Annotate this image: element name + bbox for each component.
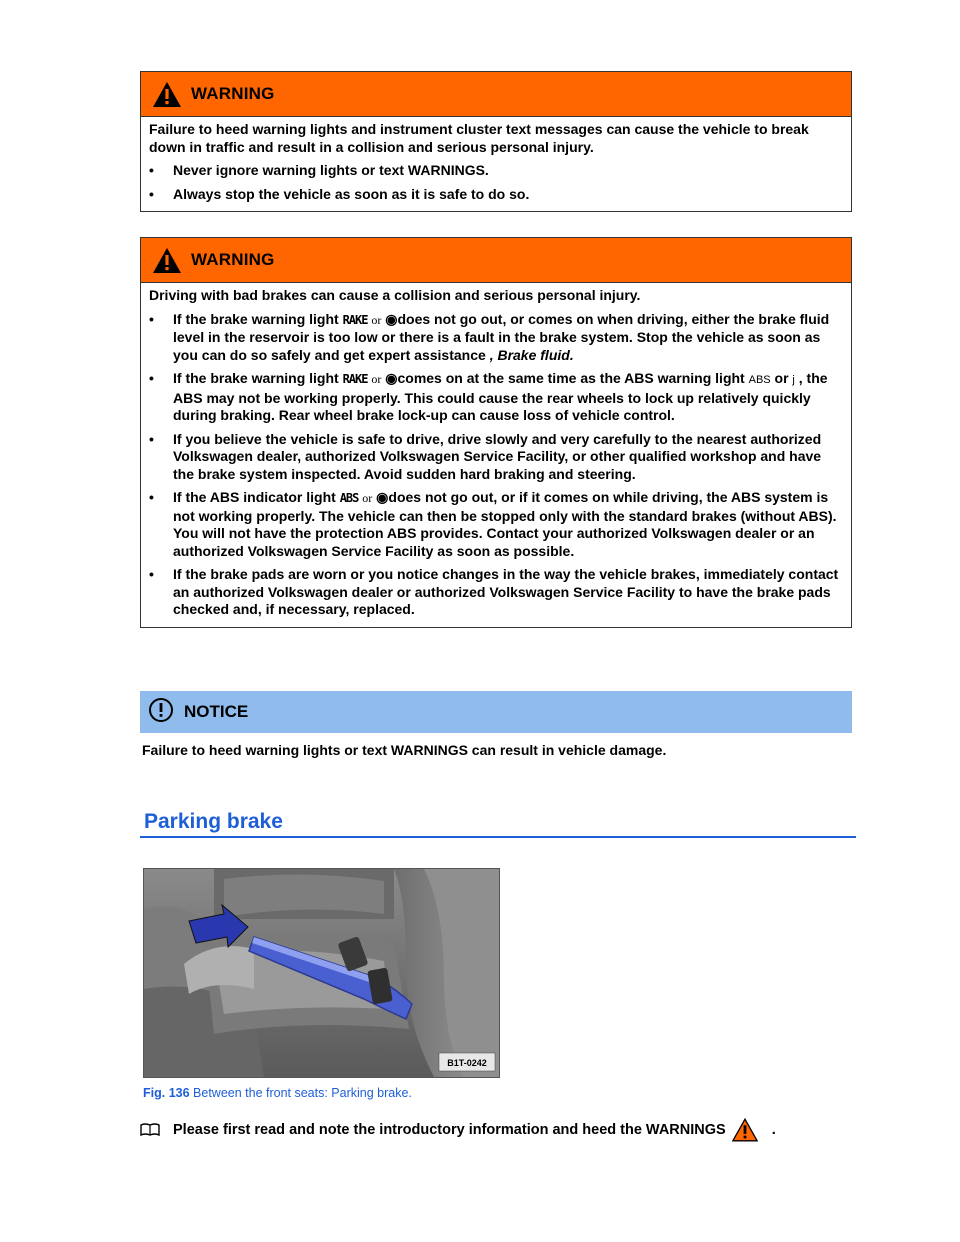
parking-brake-illustration: B1T-0242 [144, 869, 499, 1077]
list-item: • If the ABS indicator light ABS or ◉doe… [149, 489, 837, 559]
book-icon [140, 1123, 160, 1137]
warning-header: WARNING [141, 238, 851, 283]
notice-header: NOTICE [140, 691, 852, 733]
figure-caption: Fig. 136 Between the front seats: Parkin… [143, 1086, 412, 1100]
notice-title: NOTICE [184, 702, 249, 721]
warning-triangle-icon [731, 1118, 758, 1142]
warning-intro: Driving with bad brakes can cause a coll… [149, 287, 641, 303]
brake-circle-icon: ◉ [385, 310, 398, 327]
abs-symbol: ABS [748, 374, 771, 386]
warning-triangle-icon [149, 245, 185, 275]
list-item: •If the brake pads are worn or you notic… [149, 566, 839, 617]
brake-circle-icon: ◉ [385, 370, 398, 386]
brake-lever-arrow-icon [188, 903, 249, 949]
section-title: Parking brake [144, 810, 283, 833]
list-item: • If the brake warning light RAKE or ◉co… [149, 370, 828, 423]
warning-box-1: WARNING Failure to heed warning lights a… [140, 71, 852, 212]
warning-header: WARNING [141, 72, 851, 117]
warning-triangle-icon [149, 79, 185, 109]
warning-intro: Failure to heed warning lights and instr… [149, 121, 809, 155]
list-item: •Always stop the vehicle as soon as it i… [149, 185, 530, 202]
warning-title: WARNING [191, 250, 275, 269]
abs-circle-icon: ◉ [376, 489, 389, 505]
list-item: •Never ignore warning lights or text WAR… [149, 162, 489, 178]
cross-reference: , Brake fluid. [489, 346, 574, 363]
list-item: •If you believe the vehicle is safe to d… [149, 430, 822, 482]
figure-code: B1T-0242 [447, 1058, 487, 1068]
notice-exclamation-icon [148, 697, 174, 728]
abs-indicator-symbol: ABS [339, 491, 360, 505]
figure-parking-brake: B1T-0242 [143, 868, 500, 1078]
brake-warning-symbol: RAKE [342, 312, 369, 327]
warning-body: Failure to heed warning lights and instr… [141, 117, 851, 211]
warning-body: Driving with bad brakes can cause a coll… [141, 283, 851, 627]
read-first-note: Please first read and note the introduct… [140, 1118, 776, 1142]
list-item: • If the brake warning light RAKE or ◉do… [149, 310, 830, 363]
section-divider [140, 836, 856, 838]
notice-text: Failure to heed warning lights or text W… [142, 742, 667, 758]
warning-title: WARNING [191, 84, 275, 103]
brake-warning-symbol: RAKE [342, 372, 369, 386]
warning-box-2: WARNING Driving with bad brakes can caus… [140, 237, 852, 628]
